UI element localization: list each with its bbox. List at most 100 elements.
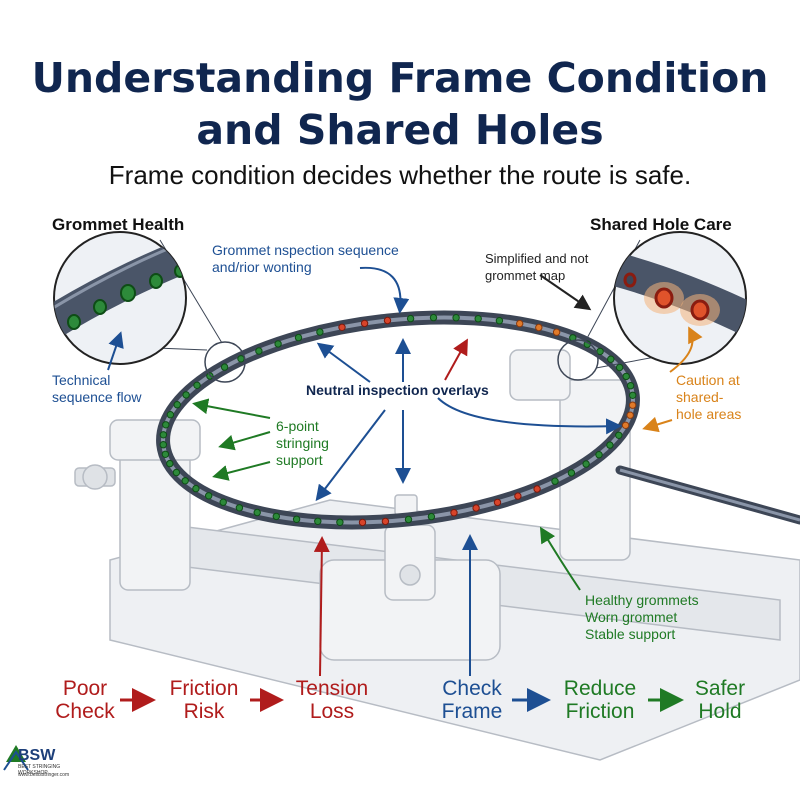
grommet-dot (360, 319, 369, 328)
flow-step-reduce-friction: Reduce Friction (552, 677, 648, 723)
heading-grommet-health: Grommet Health (52, 215, 185, 234)
grommet-dot (495, 317, 504, 325)
grommet-dot (551, 477, 559, 485)
grommet-dot (182, 391, 190, 399)
flow-step-tension-loss-line-2: Loss (309, 700, 355, 723)
grommet-dot (615, 431, 623, 439)
label-simplified-map-line-1: Simplified and not (485, 251, 589, 266)
flow-step-friction-risk: Friction Risk (158, 677, 250, 723)
grommet-dot (514, 492, 522, 500)
flow-step-check-frame-line-1: Check (442, 677, 502, 700)
grommet-dot (596, 347, 604, 356)
grommet-dots (159, 313, 637, 527)
label-grommet-inspection: Grommet nspection sequence and/rior wont… (212, 242, 399, 276)
grommet-dot (161, 450, 170, 458)
grommet-dot (622, 372, 630, 381)
grommet-dot (535, 323, 543, 332)
flow-step-poor-check-line-2: Check (55, 700, 115, 723)
grommet-dot (607, 355, 615, 363)
label-six-point-support: 6-point stringing support (276, 418, 329, 469)
label-caution-line-1: Caution at (676, 372, 740, 388)
grommet-dot (253, 508, 261, 517)
grommet-dot (358, 518, 367, 527)
label-healthy-line-1: Healthy grommets (585, 592, 699, 608)
grommet-dot (582, 460, 590, 468)
grommet-dot (474, 315, 482, 323)
flow-step-safer-hold-line-2: Hold (698, 700, 742, 723)
grommet-dot (292, 515, 301, 523)
grommet-dot (219, 498, 227, 506)
label-caution-line-2: shared- (676, 389, 724, 405)
grommet-dot (595, 451, 603, 459)
grommet-dot (427, 512, 436, 521)
grommet-dot (381, 517, 390, 526)
grommet-dot (493, 498, 502, 507)
grommet-dot (472, 504, 480, 512)
grommet-dot (166, 411, 175, 419)
grommet-dot (316, 328, 324, 336)
grommet-dot (181, 477, 189, 485)
grommet-dot (162, 421, 170, 429)
flow-step-friction-risk-line-2: Risk (183, 700, 225, 723)
page-title-line-1: Understanding Frame Condition (31, 54, 769, 102)
grommet-dot (272, 512, 280, 521)
label-neutral-overlays: Neutral inspection overlays (306, 382, 489, 398)
grommet-dot (192, 484, 200, 493)
label-technical-flow-line-2: sequence flow (52, 389, 142, 405)
grommet-dot (429, 313, 438, 322)
flow-step-safer-hold: Safer Hold (684, 677, 756, 723)
heading-shared-hole-care: Shared Hole Care (590, 215, 732, 234)
flow-step-check-frame-line-2: Frame (441, 700, 503, 723)
label-healthy-grommets: Healthy grommets Worn grommet Stable sup… (585, 592, 699, 643)
label-caution-shared-holes: Caution at shared- hole areas (676, 372, 741, 423)
label-six-point-line-2: stringing (276, 435, 329, 451)
flow-step-poor-check: Poor Check (50, 677, 120, 723)
logo-tagline: BEST STRINGING WORKSHOP (18, 764, 61, 776)
grommet-dot (626, 411, 634, 419)
label-grommet-inspection-line-1: Grommet nspection sequence (212, 242, 399, 258)
label-simplified-map-line-2: grommet map (485, 268, 566, 283)
label-healthy-line-2: Worn grommet (585, 609, 678, 625)
flow-step-reduce-friction-line-1: Reduce (563, 677, 637, 700)
grommet-dot (255, 347, 263, 355)
grommet-dot (615, 363, 624, 372)
grommet-dot (220, 363, 229, 371)
grommet-dot (552, 328, 561, 336)
logo-name: BSW (18, 747, 56, 764)
label-grommet-inspection-line-2: and/rior wonting (212, 259, 312, 275)
grommet-dot (274, 340, 282, 348)
page-title: Understanding Frame Condition and Shared… (0, 52, 800, 156)
flow-step-friction-risk-line-1: Friction (169, 677, 239, 700)
grommet-dot (294, 333, 303, 342)
bsw-logo-mark (3, 745, 29, 771)
grommet-dot (173, 401, 181, 409)
grommet-dot (336, 518, 344, 526)
grommet-dot (338, 323, 346, 331)
magnify-spot-right (557, 339, 599, 381)
label-technical-flow: Technical sequence flow (52, 372, 142, 406)
grommet-dot (193, 381, 201, 389)
flow-step-poor-check-line-1: Poor (62, 677, 108, 700)
label-six-point-line-3: support (276, 452, 323, 468)
grommet-dot (205, 492, 213, 500)
magnify-spot-left (204, 341, 246, 383)
grommet-dot (166, 459, 174, 468)
page-subtitle: Frame condition decides whether the rout… (108, 160, 692, 190)
label-simplified-map: Simplified and not grommet map (485, 250, 588, 284)
grommet-dot (533, 485, 541, 493)
grommet-dot (450, 509, 458, 517)
grommet-magnifier-right (613, 231, 747, 365)
grommet-dot (406, 314, 415, 323)
label-healthy-line-3: Stable support (585, 626, 676, 642)
grommet-dot (626, 382, 635, 390)
grommet-dot (235, 504, 244, 512)
grommet-dot (452, 314, 460, 322)
grommet-dot (567, 469, 576, 477)
grommet-dot (159, 441, 168, 449)
grommet-dot (621, 421, 630, 429)
label-caution-line-3: hole areas (676, 406, 742, 422)
grommet-dot (172, 468, 181, 477)
grommet-dot (606, 441, 614, 449)
flow-step-tension-loss: Tension Loss (284, 677, 380, 723)
